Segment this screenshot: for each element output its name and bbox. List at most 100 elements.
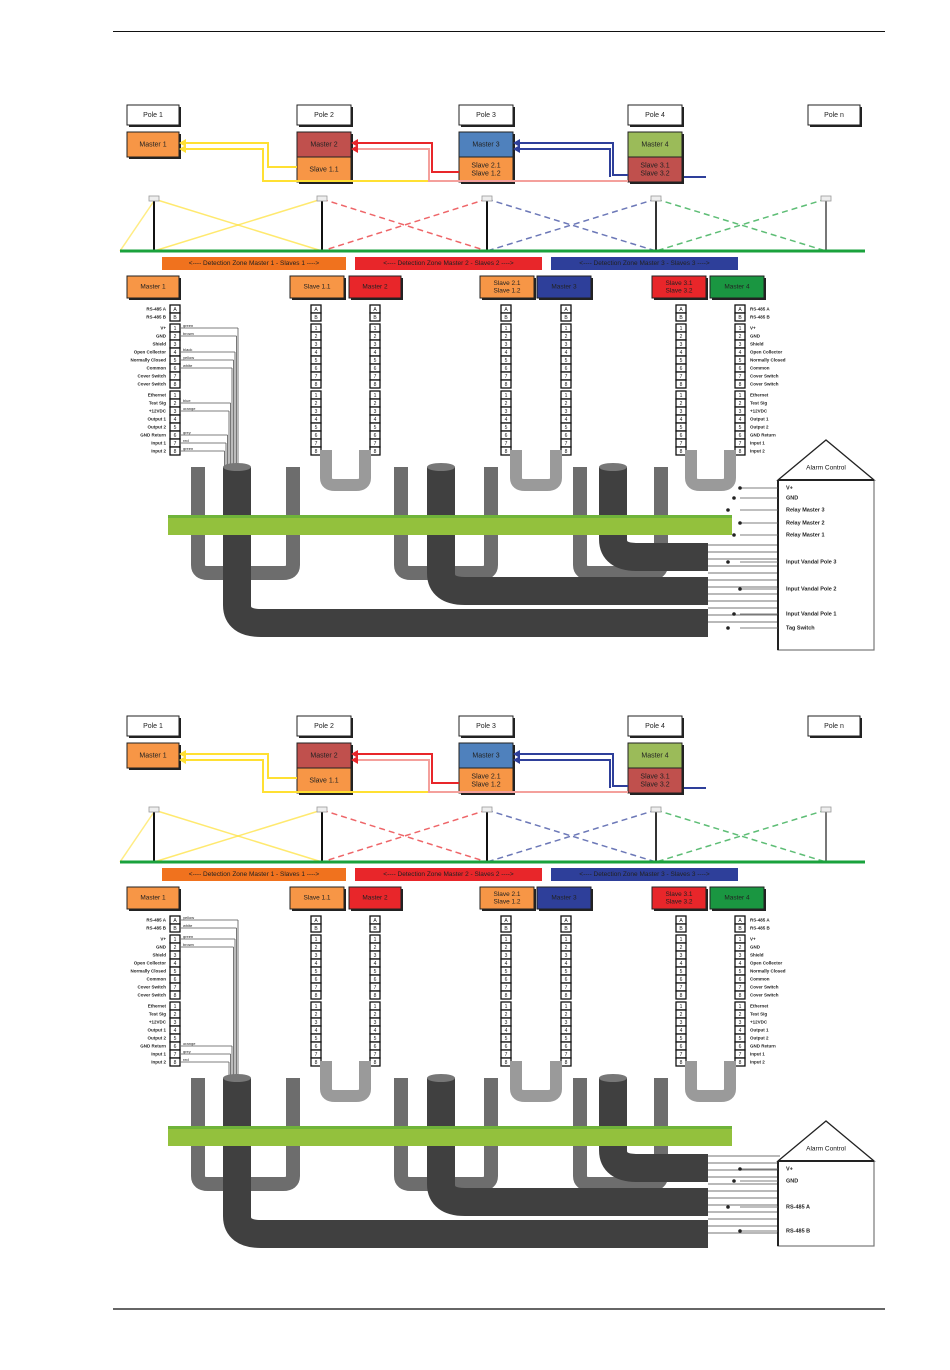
unit-3-2-label: Slave 1.2 bbox=[471, 781, 500, 788]
zone-bar bbox=[162, 868, 346, 881]
zone-unit-4-label: Slave 1.2 bbox=[493, 898, 520, 905]
unit-1-1-label: Master 1 bbox=[139, 752, 166, 759]
terminal-label-left: V+ bbox=[160, 326, 166, 331]
terminal bbox=[500, 923, 512, 933]
terminal-id: 6 bbox=[374, 366, 377, 372]
unit-4-2-label: Slave 3.1 bbox=[640, 773, 669, 780]
loop-cable-3 bbox=[685, 1061, 736, 1102]
terminal-id: 2 bbox=[739, 1012, 742, 1018]
unit-3-2-label: Slave 2.1 bbox=[471, 162, 500, 169]
terminal-id: 5 bbox=[315, 969, 318, 975]
beam-line bbox=[321, 198, 488, 252]
terminal-id: 7 bbox=[565, 374, 568, 380]
control-input-label: Tag Switch bbox=[786, 625, 815, 631]
terminal-id: 2 bbox=[739, 945, 742, 951]
zone-bar bbox=[551, 868, 738, 881]
terminal bbox=[734, 923, 746, 933]
pole-header-2-box bbox=[296, 715, 352, 737]
unit-4-1: Master 4 bbox=[627, 742, 684, 770]
terminal-id: 5 bbox=[174, 425, 177, 431]
pole-header-2: Pole 2 bbox=[296, 715, 353, 738]
terminal-id: 4 bbox=[374, 1028, 377, 1034]
junction-dot bbox=[726, 626, 730, 630]
terminal bbox=[310, 379, 322, 389]
zone-unit-4-box bbox=[479, 886, 535, 910]
terminal-label-left: Open Collector bbox=[134, 350, 167, 355]
control-input-label: Relay Master 2 bbox=[786, 520, 825, 526]
pole-header-2: Pole 2 bbox=[296, 104, 353, 127]
terminal-id: 8 bbox=[739, 993, 742, 999]
terminal-id: 2 bbox=[680, 1012, 683, 1018]
terminal-id: 6 bbox=[374, 1044, 377, 1050]
terminal-id: B bbox=[738, 926, 742, 932]
cable-trench-edge bbox=[168, 515, 732, 518]
terminal-label-left: Output 1 bbox=[148, 417, 167, 422]
cable-end bbox=[427, 463, 455, 471]
beam-line bbox=[153, 198, 323, 252]
terminal bbox=[560, 923, 572, 933]
terminal-id: 7 bbox=[315, 374, 318, 380]
terminal-id: 1 bbox=[174, 393, 177, 399]
control-input-label: Input Vandal Pole 3 bbox=[786, 559, 836, 565]
terminal-id: 5 bbox=[174, 969, 177, 975]
terminal-id: 2 bbox=[315, 1012, 318, 1018]
arrow-head bbox=[179, 750, 186, 758]
terminal-id: 3 bbox=[565, 342, 568, 348]
terminal-id: 7 bbox=[739, 985, 742, 991]
terminal-id: 7 bbox=[565, 985, 568, 991]
terminal-label-right: Cover Switch bbox=[750, 374, 779, 379]
terminal-id: A bbox=[504, 918, 508, 924]
terminal-id: 4 bbox=[680, 961, 683, 967]
terminal-id: 5 bbox=[505, 358, 508, 364]
zone-unit-5-box bbox=[536, 886, 592, 910]
terminal-id: 6 bbox=[565, 1044, 568, 1050]
link-red bbox=[358, 142, 459, 173]
sensor-head bbox=[820, 195, 832, 202]
terminal bbox=[369, 923, 381, 933]
terminal-id: 5 bbox=[680, 358, 683, 364]
zone-unit-5-box bbox=[536, 275, 592, 299]
zone-unit-2-label: Slave 1.1 bbox=[303, 284, 330, 291]
terminal-id: 5 bbox=[680, 969, 683, 975]
terminal-label-left: Input 2 bbox=[151, 1060, 166, 1065]
zone-unit-2-box bbox=[289, 886, 345, 910]
wire-color-label: brown bbox=[183, 331, 194, 336]
unit-2-1-box bbox=[296, 131, 352, 158]
pole-header-5: Pole n bbox=[807, 715, 862, 738]
terminal-id: 2 bbox=[374, 945, 377, 951]
sensor-head bbox=[148, 195, 160, 202]
terminal-id: 3 bbox=[174, 342, 177, 348]
terminal-label-left: Shield bbox=[152, 953, 166, 958]
unit-4-1: Master 4 bbox=[627, 131, 684, 159]
terminal-id: 3 bbox=[374, 953, 377, 959]
link-blue-1 bbox=[520, 142, 628, 176]
terminal-id: 7 bbox=[680, 374, 683, 380]
terminal-id: 4 bbox=[374, 417, 377, 423]
control-input-label: GND bbox=[786, 495, 798, 501]
terminal-label-right: Cover Switch bbox=[750, 985, 779, 990]
terminal-id: A bbox=[564, 307, 568, 313]
pole-header-2-label: Pole 2 bbox=[314, 723, 334, 730]
sensor-head bbox=[316, 806, 328, 813]
terminal-id: 3 bbox=[374, 1020, 377, 1026]
terminal-id: 5 bbox=[374, 425, 377, 431]
unit-2-2-box bbox=[296, 767, 352, 794]
unit-2-2-label: Slave 1.1 bbox=[309, 777, 338, 784]
arrow-head bbox=[351, 145, 358, 153]
terminal-id: A bbox=[173, 918, 177, 924]
unit-2-1-label: Master 2 bbox=[310, 752, 337, 759]
cable-end bbox=[223, 1074, 251, 1082]
control-input-label: V+ bbox=[786, 1166, 793, 1172]
terminal-id: 4 bbox=[565, 1028, 568, 1034]
terminal-id: 7 bbox=[174, 1052, 177, 1058]
terminal-label-left: Common bbox=[147, 366, 167, 371]
unit-4-1-box bbox=[627, 742, 683, 769]
terminal-label-left: Input 1 bbox=[151, 1052, 166, 1057]
pole-header-5-label: Pole n bbox=[824, 112, 844, 119]
